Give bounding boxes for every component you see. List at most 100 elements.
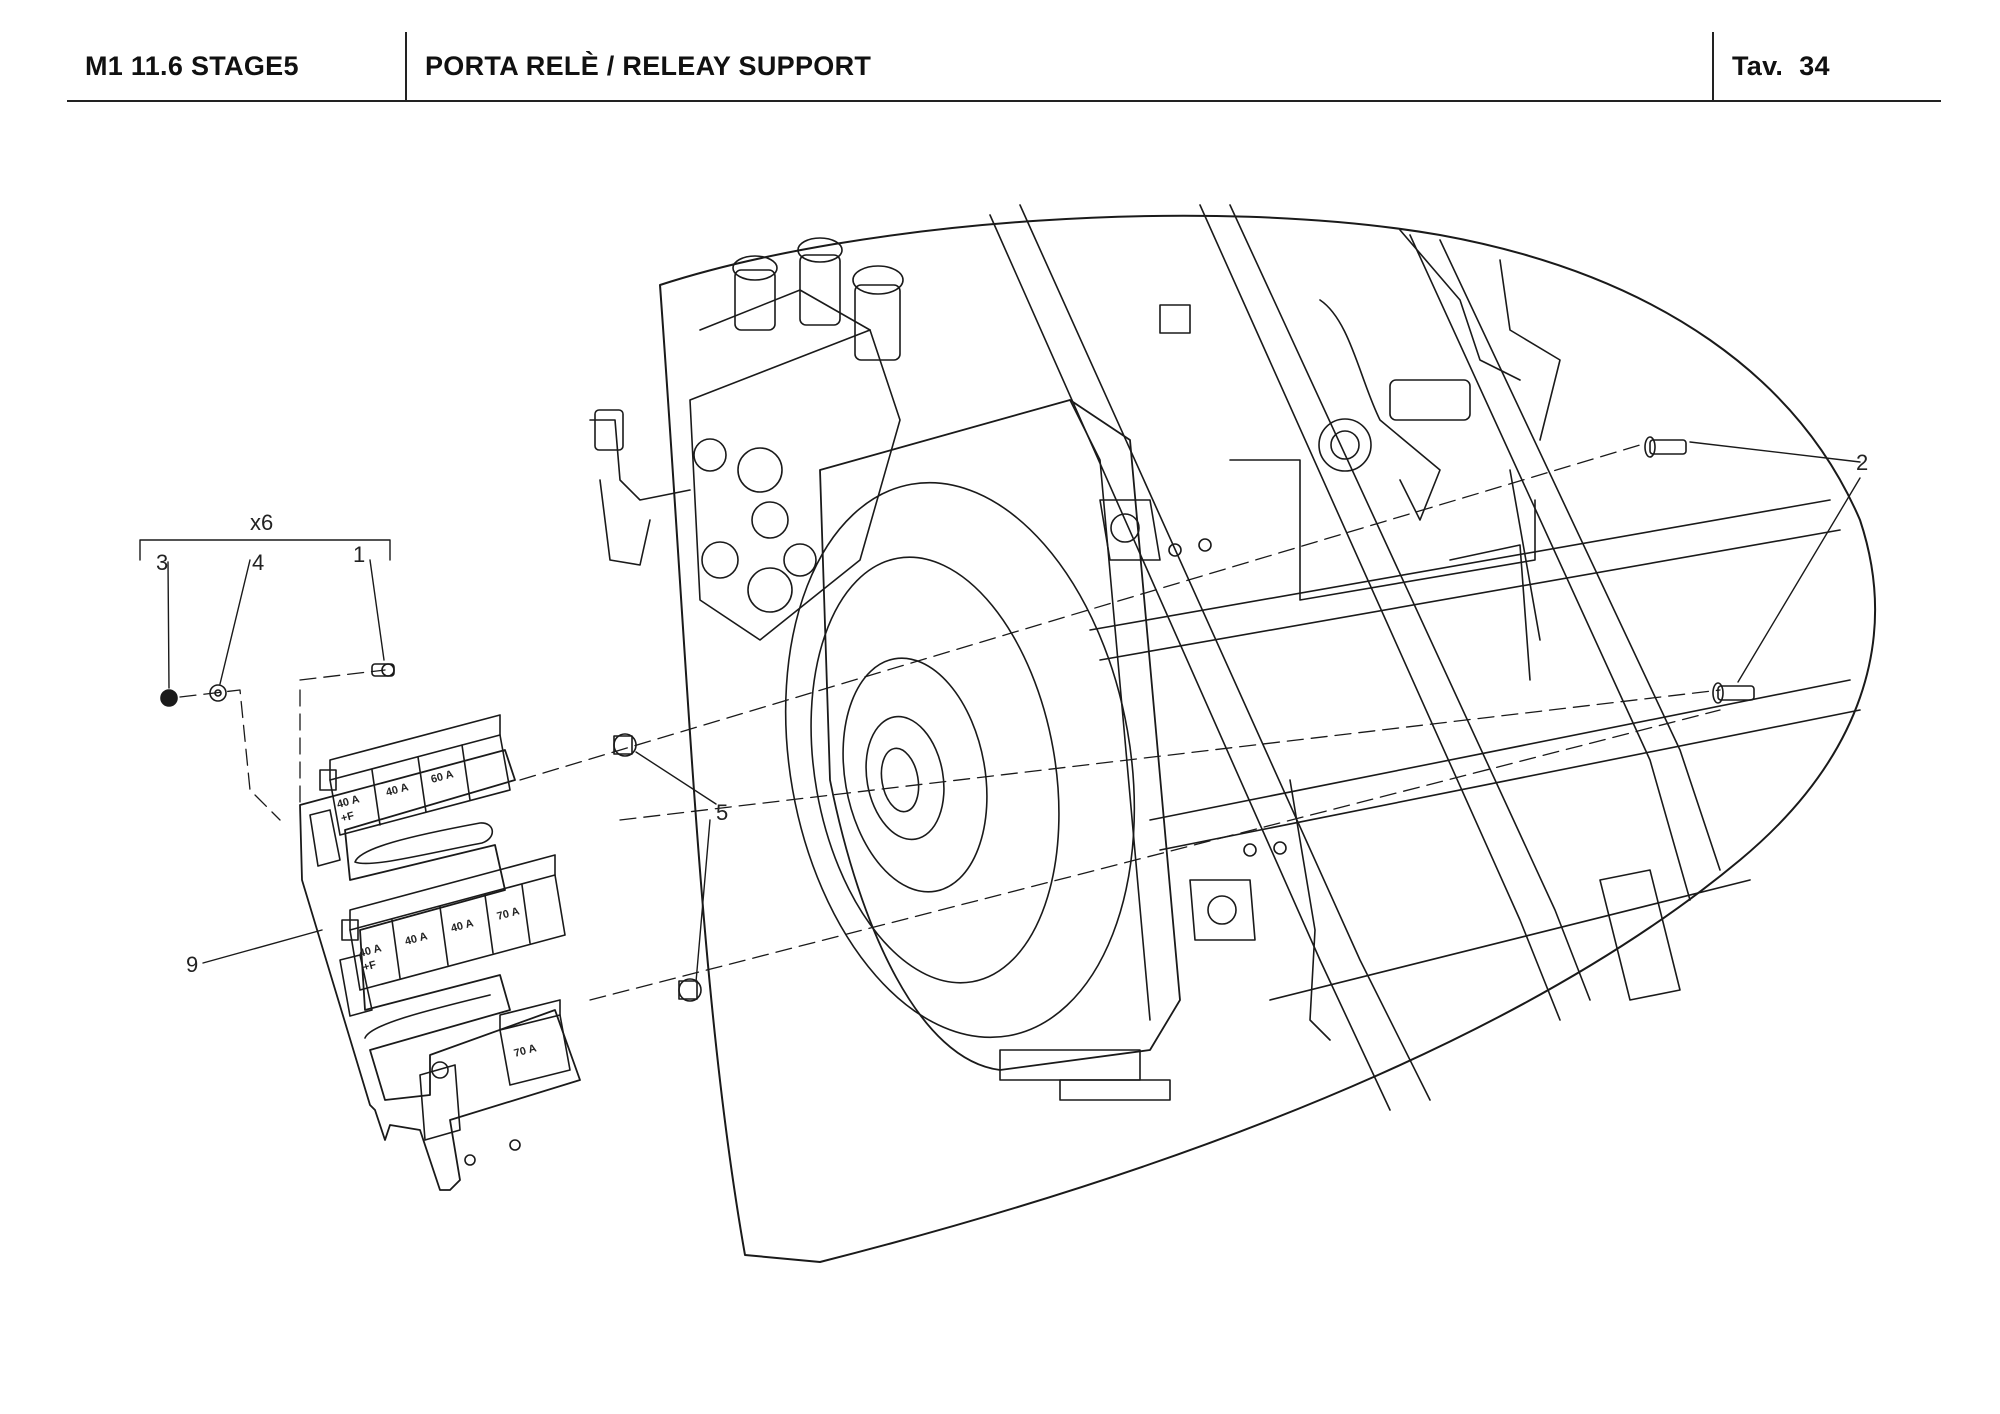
- callout-5: 5: [716, 800, 728, 825]
- frame-bar: [1089, 499, 1831, 631]
- spacer-part-5a: [613, 733, 637, 757]
- fuse-label: 40 A: [358, 942, 383, 960]
- fuse-label: +F: [340, 810, 356, 825]
- mounting-hole: [509, 1139, 521, 1151]
- mount-nut: [1207, 895, 1237, 925]
- relay-support-plate: [299, 714, 581, 1191]
- table-label: Tav.: [1732, 50, 1784, 81]
- spacer-part-5b: [678, 978, 702, 1002]
- mount-ear: [1099, 499, 1161, 561]
- frame-bar: [1099, 529, 1841, 661]
- bolt: [1243, 843, 1257, 857]
- relay-block: [349, 854, 556, 931]
- relay-row-3: [499, 999, 571, 1086]
- mounting-hole: [464, 1154, 476, 1166]
- chassis-rail: [989, 214, 1391, 1111]
- pivot-pin: [1318, 418, 1372, 472]
- hydraulic-valve-block: [589, 237, 1191, 641]
- relay-divider: [521, 884, 531, 944]
- chassis-rail: [1439, 239, 1721, 871]
- valve-port: [783, 543, 817, 577]
- slot: [354, 822, 494, 865]
- bracket-tab: [339, 954, 373, 1017]
- chassis-rail: [1019, 204, 1431, 1101]
- table-value: 34: [1799, 50, 1830, 81]
- leader-line: [635, 751, 717, 805]
- callout-2: 2: [1856, 450, 1868, 475]
- fuse-label: 70 A: [496, 905, 521, 923]
- solenoid-cap: [797, 237, 843, 263]
- bracket-tab: [309, 809, 341, 867]
- motor-shaft: [865, 715, 945, 841]
- mount-ear: [1189, 879, 1256, 941]
- leader-line: [1737, 477, 1861, 683]
- solenoid-coil: [854, 284, 901, 361]
- chassis-rail: [1199, 204, 1561, 1021]
- motor-face: [1069, 399, 1151, 1021]
- nut-part-3: [160, 689, 178, 707]
- motor-housing: [819, 399, 1181, 1071]
- relay-block: [349, 874, 566, 991]
- leader-line: [369, 559, 385, 661]
- motor-end-cap: [810, 556, 1060, 984]
- fuse-labels: 40 A +F 40 A 60 A 40 A +F 40 A 40 A 70 A…: [336, 768, 538, 1060]
- frame-bar: [1269, 879, 1751, 1001]
- solenoid-coil: [734, 269, 776, 331]
- leader-lines: [139, 441, 1861, 983]
- valve-port: [751, 501, 789, 539]
- linkage-arm: [1499, 259, 1561, 441]
- assembly-line: [299, 669, 386, 681]
- relay-terminal: [319, 769, 337, 791]
- relay-row-1: [319, 714, 511, 836]
- title-block: M1 11.6 STAGE5 PORTA RELÈ / RELEAY SUPPO…: [67, 32, 1941, 102]
- hydraulic-fitting: [594, 409, 624, 451]
- relay-block: [329, 734, 511, 836]
- slot: [364, 994, 491, 1039]
- bracket-tab: [419, 1064, 461, 1141]
- motor-end-cap: [784, 481, 1136, 1039]
- chassis-rail: [1409, 234, 1691, 901]
- leader-line: [202, 929, 323, 964]
- leader-line: [695, 819, 711, 983]
- relay-divider: [439, 906, 449, 966]
- relay-block: [329, 714, 501, 781]
- bracket-plate: [1599, 869, 1681, 1001]
- relay-divider: [391, 919, 401, 979]
- valve-body: [689, 329, 901, 641]
- fuse-label: 40 A: [404, 930, 429, 948]
- fuse-label: 40 A: [385, 781, 410, 799]
- linkage-arm: [1319, 299, 1441, 521]
- valve-port: [747, 567, 793, 613]
- mount-nut: [1110, 513, 1140, 543]
- pivot-pin: [1330, 430, 1360, 460]
- valve-port: [737, 447, 783, 493]
- fuse-label: 70 A: [513, 1042, 538, 1060]
- callout-9: 9: [186, 952, 198, 977]
- fuse-label: 40 A: [336, 793, 361, 811]
- solenoid-coil: [799, 254, 841, 326]
- support-plate-outline: [299, 749, 581, 1191]
- relay-divider: [371, 769, 381, 826]
- callout-1: 1: [353, 542, 365, 567]
- frame-bar: [1149, 679, 1851, 821]
- assembly-line: [519, 444, 1641, 781]
- relay-terminal: [341, 919, 359, 941]
- assembly-lines: [179, 444, 1721, 1001]
- assembly-line: [179, 689, 281, 821]
- title-separator: [405, 32, 407, 100]
- hydraulic-fitting: [589, 419, 691, 501]
- bolt: [1273, 841, 1287, 855]
- motor-shaft: [880, 747, 920, 813]
- bracket-plate: [1289, 779, 1331, 1041]
- relay-divider: [484, 894, 494, 954]
- grommet: [431, 1061, 449, 1079]
- relay-block: [499, 999, 561, 1031]
- relay-divider: [461, 744, 471, 801]
- bracket-plate: [1449, 544, 1531, 681]
- title-separator: [1712, 32, 1714, 100]
- linkage-arm: [1399, 229, 1521, 381]
- frame-bar: [1159, 709, 1861, 851]
- detail-boundary: [659, 214, 1876, 1263]
- valve-port: [693, 438, 727, 472]
- model-label: M1 11.6 STAGE5: [85, 50, 299, 81]
